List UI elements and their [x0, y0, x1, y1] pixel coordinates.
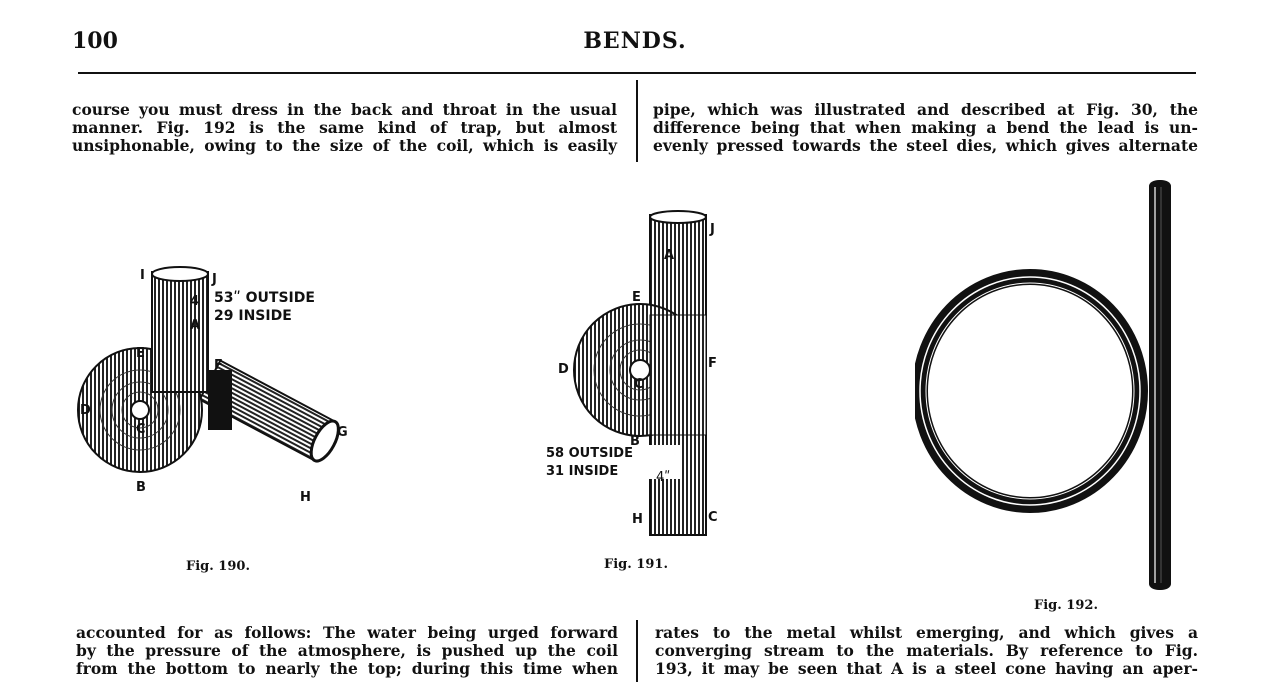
fig-190-label-C: C — [136, 422, 146, 437]
fig-190-label-H: H — [300, 490, 311, 505]
fig-191-label-H: H — [632, 512, 643, 527]
bottom-right-column: rates to the metal whilst emerging, and … — [655, 624, 1198, 678]
fig-190-label-A: A — [190, 318, 201, 333]
fig-190-label-4: 4 — [190, 294, 200, 309]
fig-191-label-C-inner: C — [634, 377, 644, 392]
text-line: from the bottom to nearly the top; durin… — [76, 659, 618, 678]
text-line: unsiphonable, owing to the size of the c… — [72, 136, 617, 155]
fig-191-label-B: B — [630, 434, 640, 449]
fig-191-dim-inside: 31 INSIDE — [546, 464, 619, 479]
fig-191-label-4: 4ʺ — [656, 470, 671, 485]
fig-190-label-D: D — [80, 403, 91, 418]
text-line: course you must dress in the back and th… — [72, 100, 617, 119]
fig-191-label-E: E — [632, 290, 641, 305]
page-number: 100 — [72, 28, 118, 54]
top-left-column: course you must dress in the back and th… — [72, 101, 617, 155]
text-line: pipe, which was illustrated and describe… — [653, 100, 1198, 119]
fig-190-label-B: B — [136, 480, 146, 495]
fig-191-dim-outside: 58 OUTSIDE — [546, 446, 633, 461]
fig-192-illustration — [915, 180, 1171, 590]
fig-191-label-F: F — [708, 356, 717, 371]
fig-190-dim-outside: 53ʺ OUTSIDE — [214, 290, 315, 306]
fig-191-label-J: J — [710, 222, 715, 237]
fig-190-label-J: J — [212, 272, 217, 287]
fig-190-illustration — [77, 266, 340, 473]
fig-190-label-I: I — [140, 268, 145, 283]
column-divider — [636, 80, 638, 162]
fig-191-illustration — [573, 210, 707, 536]
top-right-column: pipe, which was illustrated and describe… — [653, 101, 1198, 155]
text-line: evenly pressed towards the steel dies, w… — [653, 136, 1198, 155]
running-title: BENDS. — [583, 28, 687, 54]
text-line: difference being that when making a bend… — [653, 118, 1198, 137]
fig-190-dim-inside: 29 INSIDE — [214, 308, 292, 324]
fig-190-caption: Fig. 190. — [186, 559, 250, 574]
text-line: rates to the metal whilst emerging, and … — [655, 623, 1198, 642]
text-line: by the pressure of the atmosphere, is pu… — [76, 641, 618, 660]
text-line: 193, it may be seen that A is a steel co… — [655, 659, 1198, 678]
fig-190-label-F: F — [214, 358, 223, 373]
text-line: accounted for as follows: The water bein… — [76, 623, 618, 642]
fig-191-caption: Fig. 191. — [604, 557, 668, 572]
fig-190-label-E: E — [136, 346, 145, 361]
text-line: converging stream to the materials. By r… — [655, 641, 1198, 660]
bottom-left-column: accounted for as follows: The water bein… — [76, 624, 618, 678]
fig-190-label-G: G — [337, 425, 348, 440]
column-divider — [636, 620, 638, 682]
fig-191-label-D: D — [558, 362, 569, 377]
fig-191-label-C: C — [708, 510, 718, 525]
fig-192-caption: Fig. 192. — [1034, 598, 1098, 613]
fig-191-label-A: A — [664, 248, 675, 263]
text-line: manner. Fig. 192 is the same kind of tra… — [72, 118, 617, 137]
header-rule — [78, 72, 1196, 74]
